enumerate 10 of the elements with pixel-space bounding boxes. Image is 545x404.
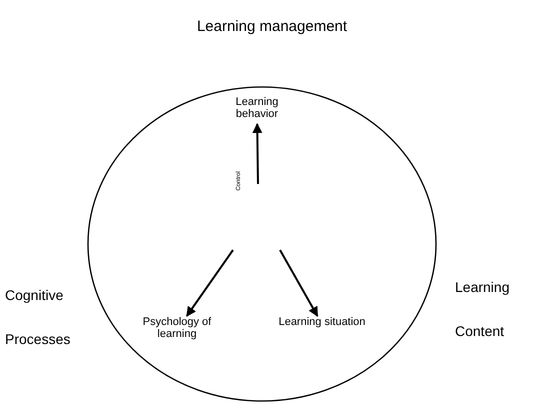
side-label: Learning Content <box>455 278 510 341</box>
side-label: Cognitive Processes <box>5 286 72 349</box>
node-label: Learning situation <box>277 316 367 332</box>
ellipse-outline <box>87 86 437 402</box>
node-label: Psychology of learning <box>127 316 227 344</box>
node-label: Learning behavior <box>232 96 282 124</box>
arrow <box>186 249 234 317</box>
title: Learning management <box>196 18 348 35</box>
arrow <box>252 123 262 184</box>
arrow <box>279 250 318 317</box>
